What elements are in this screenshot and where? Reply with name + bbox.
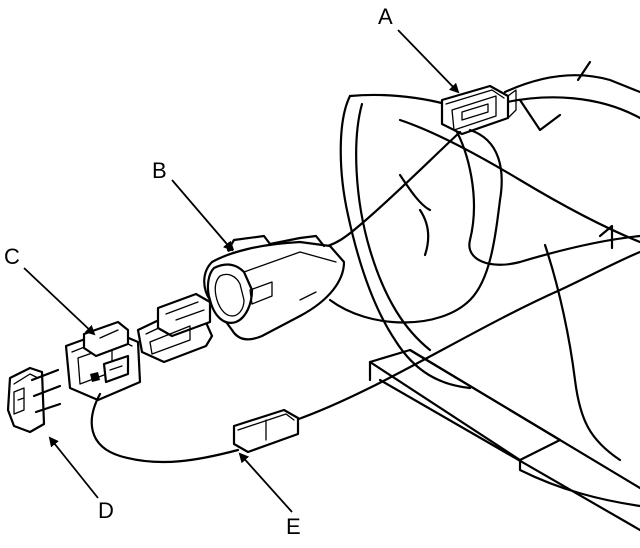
part-e-connector [232,408,300,454]
part-d-faceplate [6,366,62,434]
leader-a [397,29,460,94]
leader-b [171,179,234,252]
leader-c [23,267,96,336]
callout-a: A [378,4,393,29]
harness-wire-loop [328,128,503,324]
part-b-cover [203,234,346,341]
harness-wire-upper [318,130,462,250]
leader-d [48,436,99,499]
harness-wire-right [294,250,640,422]
callout-e: E [286,514,301,539]
leader-e [238,452,293,513]
callout-b: B [152,158,167,183]
part-c-switch-body [64,320,142,402]
callout-d: D [98,498,114,523]
harness-wire-lower [90,392,240,464]
callout-c: C [4,244,20,269]
connector-plug [136,292,214,364]
part-a-switch [440,84,517,136]
dashboard-panel [339,60,640,532]
